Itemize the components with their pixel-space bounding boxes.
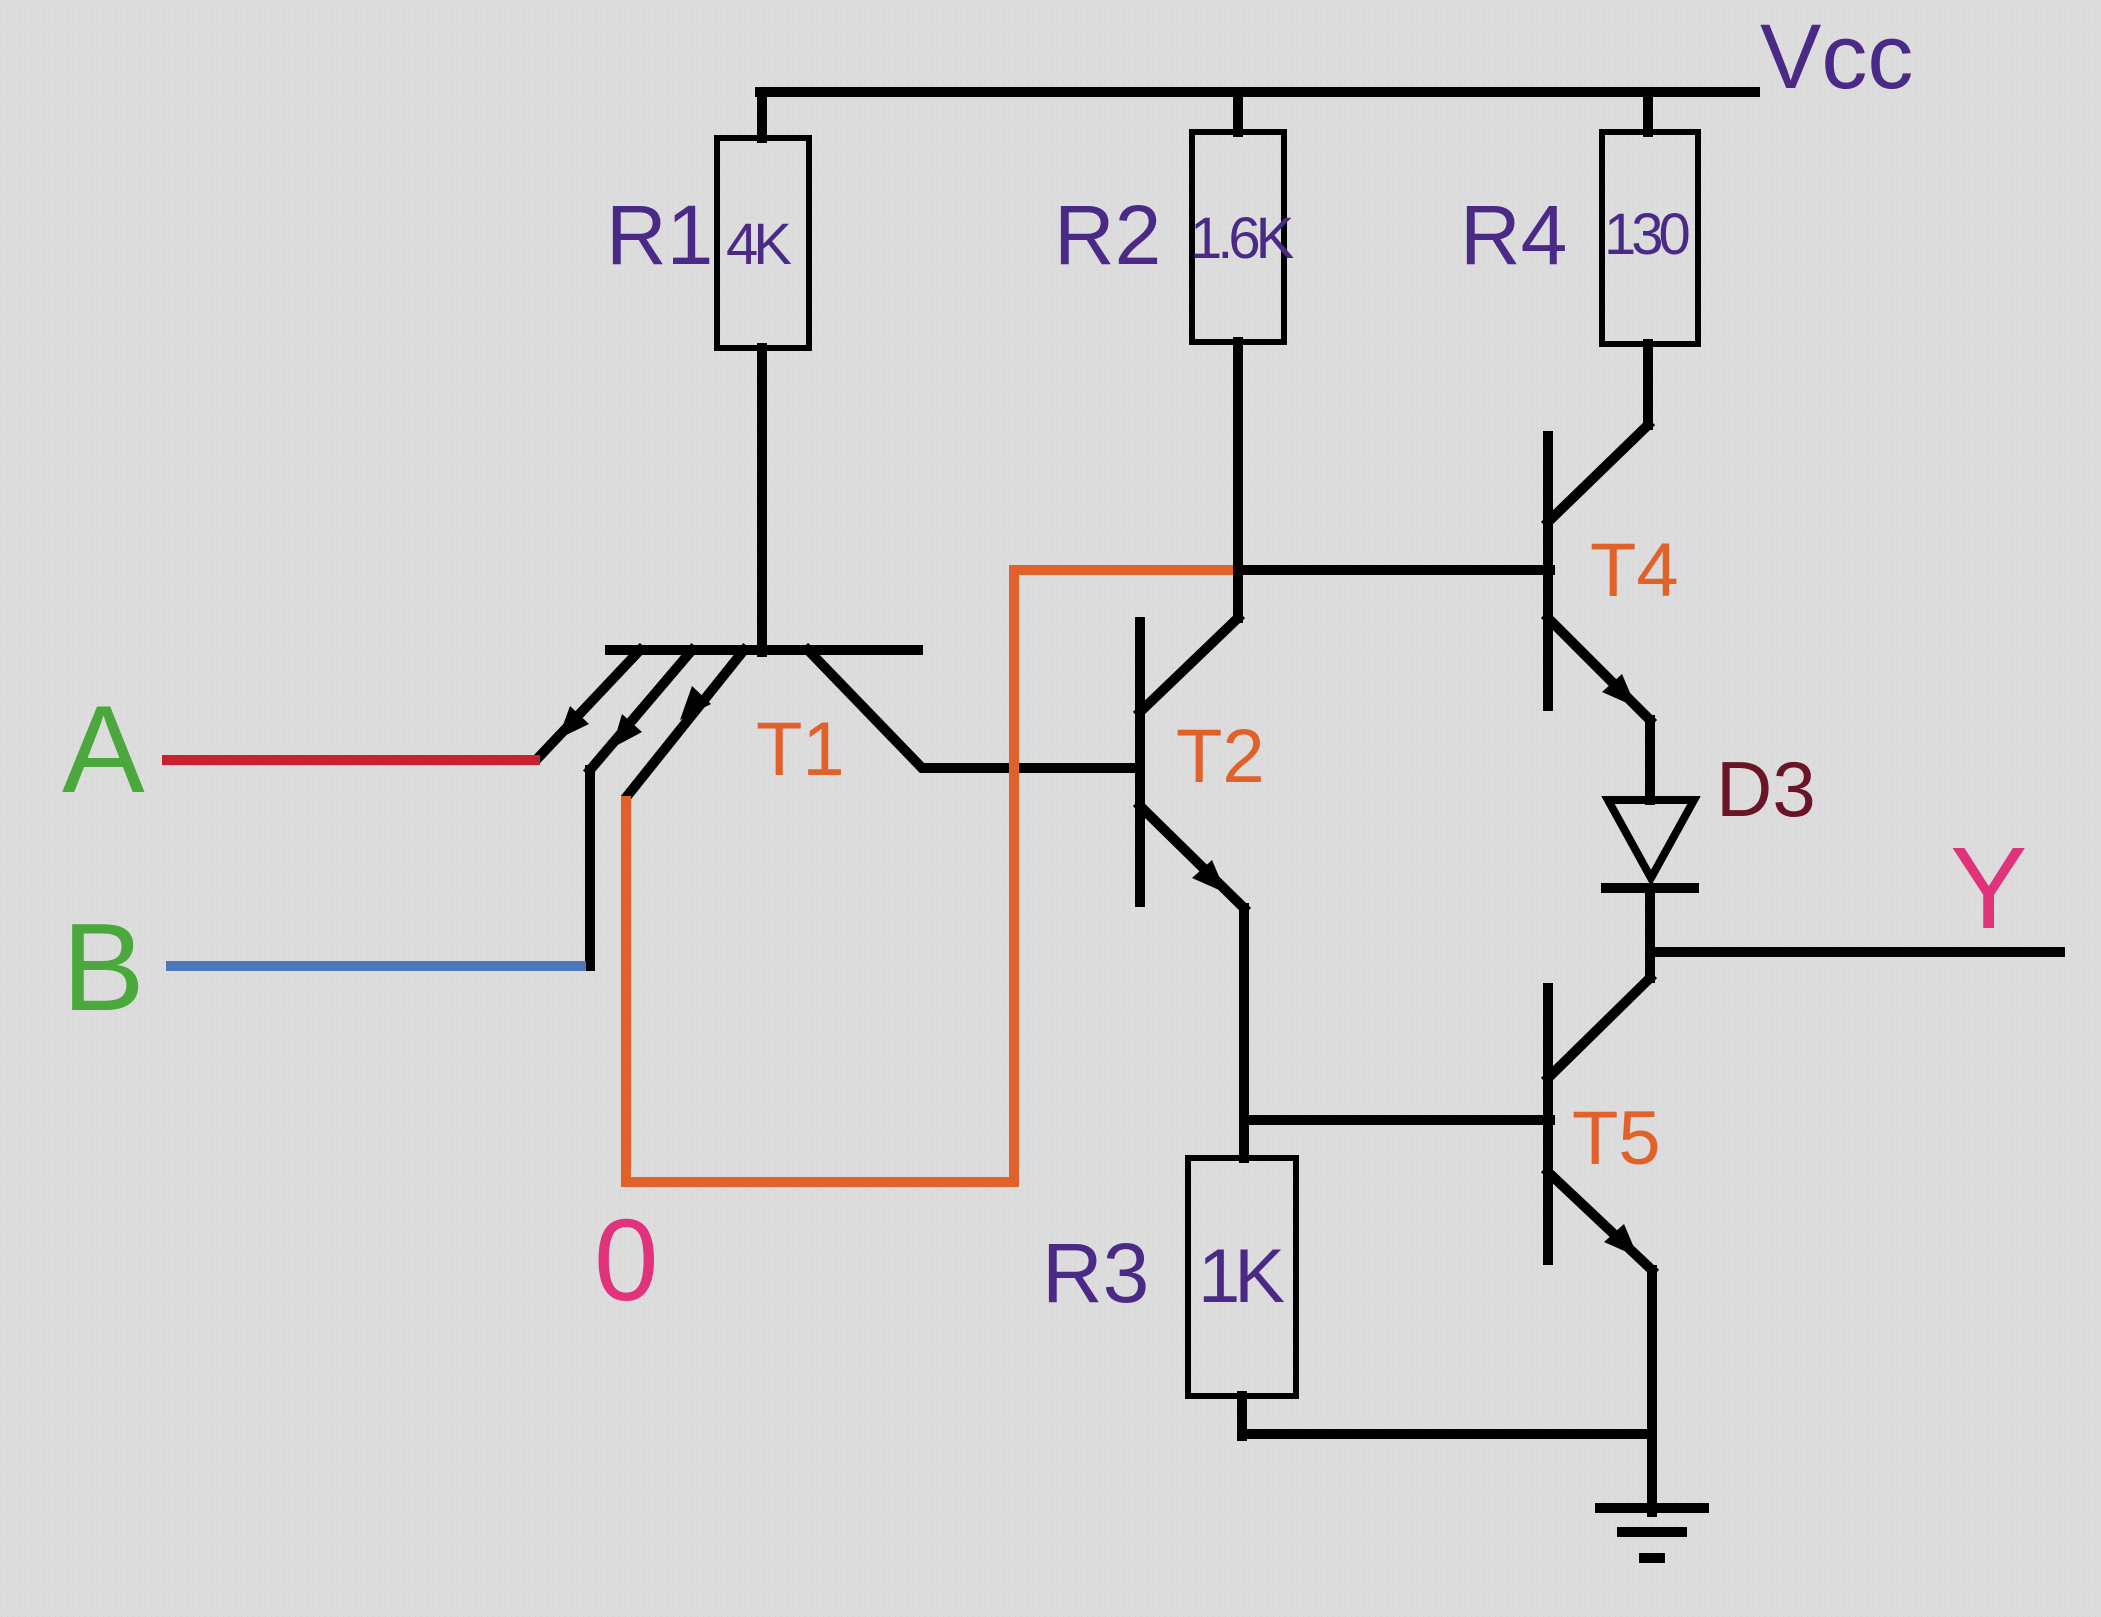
r2-name-label: R2 (1054, 188, 1161, 282)
highlighted-current-path (621, 565, 1238, 1187)
resistor-r1 (714, 87, 812, 657)
diode-d3 (1601, 796, 1701, 983)
vcc-label: Vcc (1760, 6, 1913, 108)
r4-value-label: 130 (1604, 202, 1689, 267)
transistor-t2 (1132, 563, 1252, 1123)
resistor-r3 (1185, 1113, 1655, 1441)
r4-name-label: R4 (1460, 188, 1567, 282)
resistor-r4 (1599, 87, 1701, 430)
input-b-wire (166, 765, 595, 971)
t1-label: T1 (756, 707, 845, 792)
t2-label: T2 (1176, 714, 1265, 799)
zero-input-label: 0 (594, 1195, 659, 1325)
transistor-t4 (1540, 417, 1658, 805)
resistor-r2 (1189, 87, 1287, 573)
transistor-t1 (530, 642, 1143, 803)
input-b-label: B (62, 899, 145, 1037)
r2-value-label: 1.6K (1190, 206, 1295, 271)
r3-value-label: 1K (1198, 1234, 1284, 1319)
d3-label: D3 (1716, 745, 1816, 833)
input-a-label: A (62, 681, 145, 819)
output-y-label: Y (1950, 823, 2027, 953)
t5-label: T5 (1572, 1096, 1661, 1181)
r3-name-label: R3 (1042, 1226, 1149, 1320)
t4-label: T4 (1590, 528, 1679, 613)
ground-icon (1595, 1429, 1709, 1563)
r1-value-label: 4K (726, 212, 792, 277)
r1-name-label: R1 (606, 188, 713, 282)
